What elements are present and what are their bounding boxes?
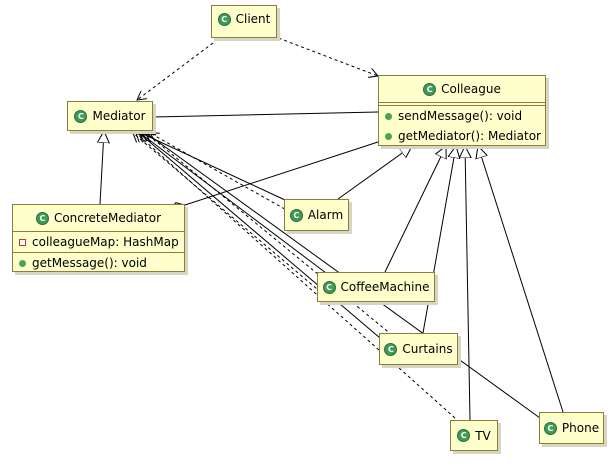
colleague-class-header: C Colleague [379,76,545,102]
colleague-method: sendMessage(): void [398,109,523,123]
mediator-colleague-association [152,111,379,118]
mediator-class-name: Mediator [92,109,146,123]
phone-class-header: C Phone [540,413,603,443]
client-to-mediator-dependency [137,42,214,100]
class-c-icon: C [543,421,557,435]
colleague-class-name: Colleague [441,82,501,96]
phone-class-name: Phone [561,421,600,435]
green-dot-icon [385,112,392,120]
alarm-mediator-dependency [150,133,291,213]
colleague-method-row: getMediator(): Mediator [379,126,545,146]
curtains-class-name: Curtains [402,342,453,356]
concrete-mediator-class-header: C ConcreteMediator [13,205,184,231]
class-c-icon: C [289,208,303,222]
client-class-header: C Client [212,6,276,32]
class-c-icon: C [322,280,336,294]
tv-class[interactable]: C TV [450,420,498,451]
alarm-class-name: Alarm [307,208,344,222]
class-c-icon: C [457,429,471,442]
class-c-icon: C [35,211,49,225]
class-c-icon: C [423,82,437,96]
concrete-mediator-class[interactable]: C ConcreteMediator colleagueMap: HashMap… [12,204,185,272]
curtains-class-header: C Curtains [380,334,457,364]
phone-class[interactable]: C Phone [539,412,604,444]
client-class[interactable]: C Client [211,5,277,38]
red-square-icon [19,238,26,246]
alarm-generalization [337,146,412,200]
colleague-method-row: sendMessage(): void [379,105,545,126]
client-class-name: Client [235,12,271,26]
coffeemachine-generalization [384,146,446,273]
alarm-class-header: C Alarm [285,200,348,230]
colleague-method: getMediator(): Mediator [398,129,541,143]
colleague-class[interactable]: C Colleague sendMessage(): void getMedia… [378,75,546,146]
concrete-mediator-attribute-row: colleagueMap: HashMap [13,231,184,252]
concrete-mediator-method-row: getMessage(): void [13,252,184,273]
coffeemachine-mediator-association [140,133,339,283]
colleague-attributes-compartment [379,102,545,105]
mediator-class-header: C Mediator [68,102,152,130]
client-to-colleague-dependency [272,35,378,76]
coffeemachine-mediator-dependency [133,133,331,301]
tv-generalization [465,146,470,421]
alarm-mediator-association [141,133,286,201]
curtains-mediator-association [139,133,381,339]
coffee-machine-class-name: CoffeeMachine [340,280,430,294]
phone-generalization [478,146,564,413]
green-dot-icon [19,259,26,267]
class-c-icon: C [384,342,398,356]
concrete-mediator-method: getMessage(): void [32,256,147,270]
concrete-mediator-attribute: colleagueMap: HashMap [32,235,179,249]
curtains-generalization [422,146,456,334]
tv-mediator-dependency [136,133,456,419]
tv-class-name: TV [475,428,491,443]
class-c-icon: C [74,109,88,123]
curtains-mediator-dependency [146,133,393,336]
tv-class-header: C TV [451,421,497,450]
concrete-mediator-class-name: ConcreteMediator [53,211,162,225]
green-dot-icon [385,132,392,140]
concrete-mediator-generalization [100,131,104,205]
colleague-concrete-mediator-aggregation [168,141,379,213]
mediator-class[interactable]: C Mediator [67,101,153,131]
alarm-class[interactable]: C Alarm [284,199,349,231]
coffee-machine-class[interactable]: C CoffeeMachine [317,272,435,302]
class-c-icon: C [217,12,231,26]
curtains-class[interactable]: C Curtains [379,333,458,365]
coffee-machine-class-header: C CoffeeMachine [318,273,434,301]
